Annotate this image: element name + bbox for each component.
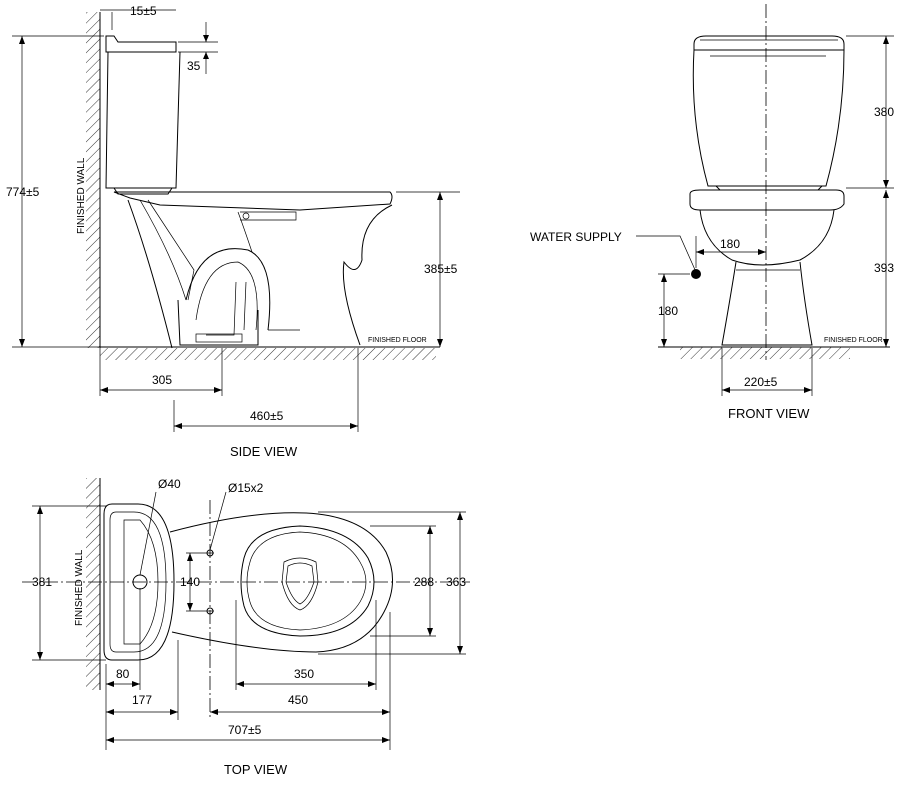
front-bowl <box>689 189 845 346</box>
water-supply-point <box>691 269 701 279</box>
front-dim-base-width: 220±5 <box>744 375 778 389</box>
top-dim-overall-length: 707±5 <box>228 723 262 737</box>
top-dim-bowl-inner-width: 288 <box>414 575 434 589</box>
top-dim-overall-width: 363 <box>446 575 466 589</box>
side-dim-outlet-front: 460±5 <box>250 409 284 423</box>
top-dim-tank-width: 381 <box>32 575 52 589</box>
front-dim-tank-height: 380 <box>874 105 894 119</box>
front-dim-supply-height: 180 <box>658 304 678 318</box>
side-dim-lid-drop: 35 <box>187 59 201 73</box>
front-view-title: FRONT VIEW <box>728 406 810 421</box>
top-dim-outlet-dia: Ø40 <box>158 477 181 491</box>
side-dim-total-height: 774±5 <box>6 185 40 199</box>
side-floor-hatch <box>100 348 436 360</box>
top-dim-bowl-inner-length: 350 <box>294 667 314 681</box>
top-dim-bowl-length: 450 <box>288 693 308 707</box>
water-supply-label: WATER SUPPLY <box>530 230 622 244</box>
side-view: 15±5 35 774±5 FINISHED WALL 385±5 FINISH… <box>6 4 460 459</box>
side-finished-floor-label: FINISHED FLOOR <box>368 337 427 344</box>
side-tank <box>105 35 181 195</box>
top-view-title: TOP VIEW <box>224 762 288 777</box>
top-view: FINISHED WALL Ø40 Ø15x2 <box>22 477 470 777</box>
side-wall-hatch <box>86 12 100 348</box>
top-dim-bolt-spacing: 140 <box>180 575 200 589</box>
front-floor-hatch <box>680 347 850 359</box>
top-dim-bolt-dia: Ø15x2 <box>228 481 264 495</box>
top-finished-wall-label: FINISHED WALL <box>74 549 85 626</box>
front-view: FINISHED FLOOR WATER SUPPLY 180 180 380 … <box>530 4 894 421</box>
side-bowl <box>113 191 393 349</box>
front-dim-supply-offset: 180 <box>720 237 740 251</box>
side-dim-outlet-wall: 305 <box>152 373 172 387</box>
front-dim-bowl-height: 393 <box>874 261 894 275</box>
top-bowl <box>169 512 394 653</box>
top-wall-hatch <box>86 478 100 690</box>
front-finished-floor-label: FINISHED FLOOR <box>824 337 883 344</box>
top-dim-outlet-from-wall: 80 <box>116 667 130 681</box>
side-dim-seat-height: 385±5 <box>424 262 458 276</box>
top-dim-bolt-from-wall: 177 <box>132 693 152 707</box>
side-view-title: SIDE VIEW <box>230 444 298 459</box>
side-finished-wall-label: FINISHED WALL <box>76 157 87 234</box>
front-tank <box>692 35 845 191</box>
side-dim-wall-gap: 15±5 <box>130 4 157 18</box>
